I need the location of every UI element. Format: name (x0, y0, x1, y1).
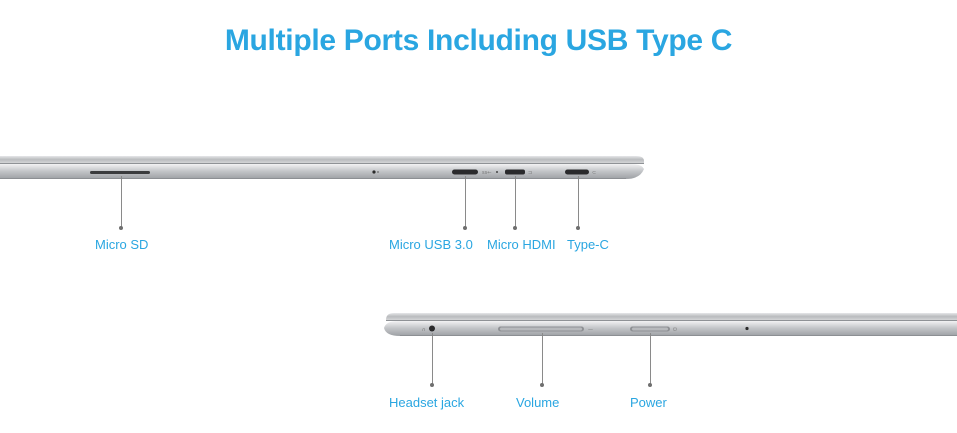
laptop-left-side-view: ss← ⊐ ⊂ (0, 156, 644, 179)
type-c-port (565, 169, 589, 175)
micro-sd-slot (90, 171, 150, 174)
svg-text:⊂: ⊂ (592, 170, 596, 176)
svg-text:∩: ∩ (422, 327, 426, 333)
type-c-label: Type-C (567, 237, 609, 252)
svg-text:—: — (588, 327, 593, 333)
svg-text:⏻: ⏻ (673, 327, 677, 333)
laptop-right-side-view: ∩ — ⏻ (384, 313, 957, 336)
power-label: Power (630, 395, 667, 410)
micro-usb-port (452, 169, 478, 175)
headset-jack-label: Headset jack (389, 395, 465, 410)
volume-label: Volume (516, 395, 560, 410)
svg-text:⊐: ⊐ (528, 170, 532, 176)
micro-hdmi-port (505, 169, 525, 175)
micro-sd-label: Micro SD (95, 237, 149, 252)
page-title: Multiple Ports Including USB Type C (224, 24, 733, 57)
svg-text:ss←: ss← (482, 170, 491, 176)
micro-hdmi-label: Micro HDMI (487, 237, 556, 252)
headset-jack-port (429, 325, 435, 332)
micro-usb-label: Micro USB 3.0 (389, 237, 473, 252)
